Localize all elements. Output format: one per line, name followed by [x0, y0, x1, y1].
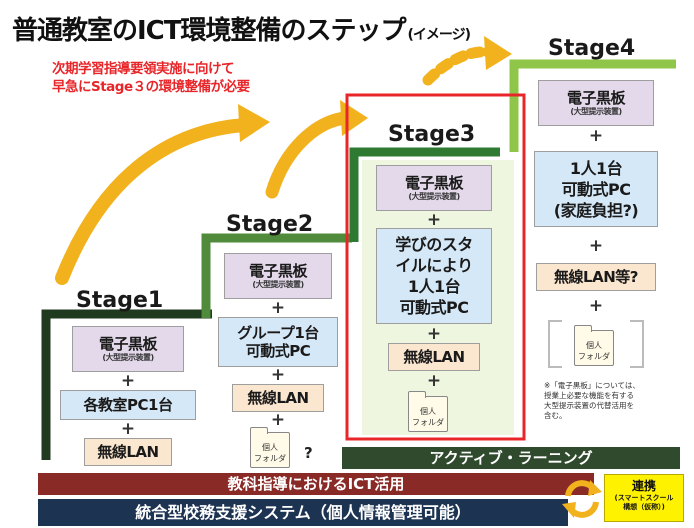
stage2-pc-line2: 可動式PC [245, 342, 311, 360]
link-sub-line2: 構想（仮称）) [623, 503, 665, 511]
stage1-plus-2: + [120, 419, 136, 439]
stage3-plus-1: + [426, 210, 442, 230]
stage1-board-sub: (大型提示装置) [102, 353, 154, 362]
stage3-plus-3: + [426, 371, 442, 391]
stage4-folder-line1: 個人 [586, 341, 602, 350]
page-title: 普通教室のICT環境整備のステップ(イメージ) [12, 10, 472, 47]
stage2-pc-line1: グループ1台 [237, 324, 319, 342]
stage3-label: Stage3 [388, 122, 476, 147]
stage3-board-title: 電子黒板 [404, 174, 464, 192]
stage1-board-box: 電子黒板 (大型提示装置) [72, 326, 184, 372]
stage1-pc-text: 各教室PC1台 [83, 396, 173, 414]
link-sub-line1: (スマートスクール [614, 494, 674, 502]
stage4-plus-2: + [588, 236, 604, 256]
stage1-plus-1: + [120, 371, 136, 391]
school-system-bar: 統合型校務支援システム（個人情報管理可能） [38, 499, 568, 526]
stage2-folder-line2: フォルダ [254, 454, 286, 463]
stage2-step [201, 233, 352, 318]
priority-note: 次期学習指導要領実施に向けて 早急にStage３の環境整備が必要 [52, 60, 250, 96]
stage3-pc-box: 学びのスタ イルにより 1人1台 可動式PC [376, 228, 492, 324]
stage2-board-sub: (大型提示装置) [252, 280, 304, 289]
arrow-head-1 [238, 104, 270, 142]
stage2-pc-box: グループ1台 可動式PC [218, 317, 338, 367]
stage2-folder-line1: 個人 [262, 443, 278, 452]
stage4-folder-icon: 個人 フォルダ [574, 325, 614, 366]
stage2-board-title: 電子黒板 [248, 262, 308, 280]
stage1-pc-box: 各教室PC1台 [60, 390, 196, 420]
stage2-lan-box: 無線LAN [232, 384, 324, 412]
stage3-plus-2: + [426, 324, 442, 344]
stage2-lan-text: 無線LAN [247, 389, 309, 407]
arrow-head-3 [484, 36, 512, 70]
stage4-label: Stage4 [548, 36, 636, 61]
stage4-board-title: 電子黒板 [566, 89, 626, 107]
stage4-pc-line1: 1人1台 [569, 158, 623, 178]
stage3-step [349, 147, 500, 242]
stage4-folder-line2: フォルダ [578, 352, 610, 361]
priority-note-line2: 早急にStage３の環境整備が必要 [52, 79, 250, 95]
stage4-pc-line3: (家庭負担?) [553, 200, 639, 220]
stage4-bracket-right [630, 320, 644, 368]
stage2-board-box: 電子黒板 (大型提示装置) [224, 253, 332, 299]
stage3-lan-box: 無線LAN [388, 343, 480, 371]
stage4-plus-1: + [588, 126, 604, 146]
title-main: 普通教室のICT環境整備のステップ [12, 16, 406, 46]
stage2-question-mark: ? [304, 444, 313, 462]
arrow-stage3-to-stage4 [422, 46, 496, 86]
stage3-pc-line4: 可動式PC [399, 298, 469, 317]
stage1-step [41, 309, 212, 460]
stage4-bracket-left [548, 320, 562, 368]
active-learning-bar: アクティブ・ラーニング [342, 447, 680, 469]
stage3-pc-line1: 学びのスタ [395, 235, 473, 254]
stage3-highlight-frame [345, 93, 526, 441]
cycle-icon [562, 480, 602, 518]
stage1-label: Stage1 [76, 288, 164, 313]
stage2-folder-icon: 個人 フォルダ [250, 427, 290, 468]
stage4-step [509, 59, 676, 152]
stage4-plus-3: + [588, 296, 604, 316]
stage2-plus-2: + [270, 365, 286, 385]
footnote-line2: 授業上必要な機能を有する [544, 391, 634, 400]
stage4-board-sub: (大型提示装置) [570, 107, 622, 116]
stage2-plus-3: + [270, 410, 286, 430]
stage4-lan-text: 無線LAN等? [554, 268, 638, 286]
stage1-lan-text: 無線LAN [97, 443, 159, 461]
title-suffix: (イメージ) [407, 27, 472, 43]
footnote-line4: 含む。 [544, 411, 567, 420]
stage3-folder-line2: フォルダ [412, 418, 444, 427]
stage4-lan-box: 無線LAN等? [536, 263, 656, 291]
arrow-head-2 [340, 100, 368, 136]
arrow-stage1-to-stage2 [55, 118, 252, 285]
arrow-stage2-to-stage3 [265, 111, 352, 199]
footnote-line1: ※「電子黒板」については、 [544, 381, 640, 390]
stage3-board-sub: (大型提示装置) [408, 192, 460, 201]
link-title: 連携 [631, 479, 656, 493]
stage3-lan-text: 無線LAN [403, 348, 465, 366]
ict-use-bar: 教科指導におけるICT活用 [38, 473, 594, 495]
footnote-line3: 大型提示装置の代替活用を [544, 401, 634, 410]
stage3-folder-icon: 個人 フォルダ [408, 391, 448, 432]
priority-note-line1: 次期学習指導要領実施に向けて [52, 61, 234, 77]
stage2-label: Stage2 [226, 212, 314, 237]
stage3-folder-line1: 個人 [420, 407, 436, 416]
board-footnote: ※「電子黒板」については、 授業上必要な機能を有する 大型提示装置の代替活用を … [544, 381, 674, 421]
stage1-lan-box: 無線LAN [84, 438, 172, 466]
stage3-pc-line3: 1人1台 [407, 277, 461, 296]
stage3-board-box: 電子黒板 (大型提示装置) [376, 165, 492, 211]
stage4-board-box: 電子黒板 (大型提示装置) [538, 80, 654, 126]
stage2-plus-1: + [270, 298, 286, 318]
stage3-pc-line2: イルにより [395, 256, 473, 275]
stage4-pc-line2: 可動式PC [561, 179, 631, 199]
stage4-pc-box: 1人1台 可動式PC (家庭負担?) [534, 151, 658, 227]
stage1-board-title: 電子黒板 [98, 335, 158, 353]
smart-school-link-box: 連携 (スマートスクール 構想（仮称）) [604, 474, 684, 522]
